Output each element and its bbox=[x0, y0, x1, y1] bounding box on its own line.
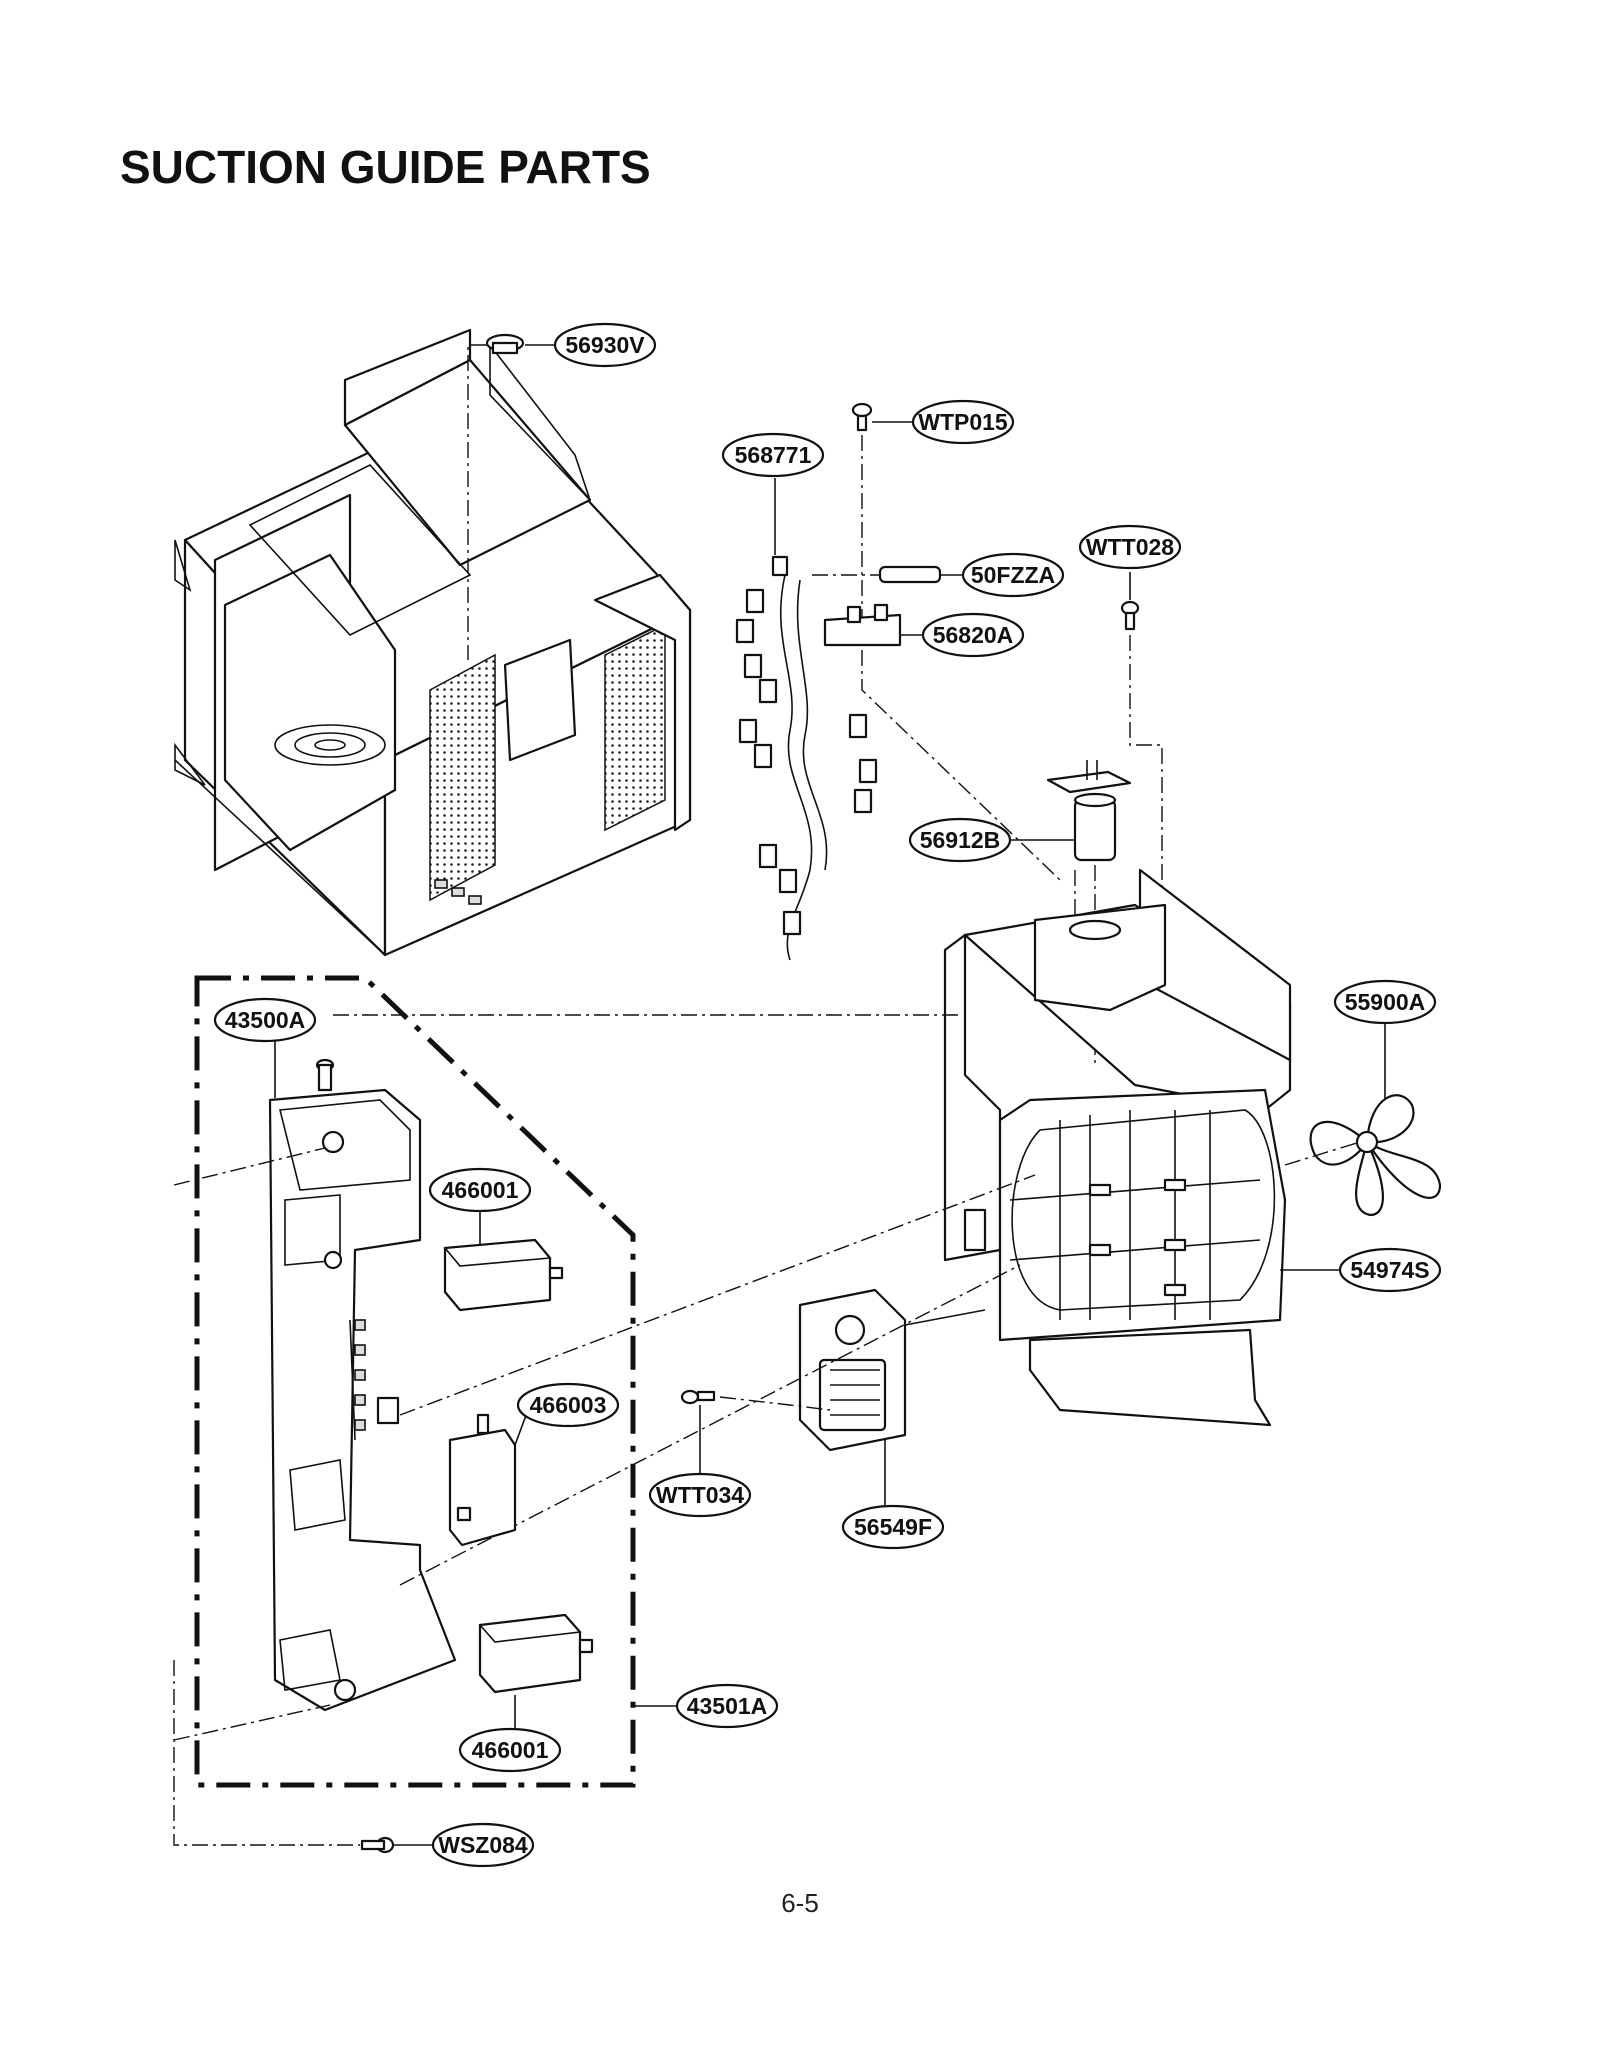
callout-56930V: 56930V bbox=[553, 322, 657, 368]
latch-board-group-border bbox=[194, 975, 636, 1788]
callout-label: 43501A bbox=[687, 1693, 768, 1719]
callout-label: 56912B bbox=[920, 827, 1001, 853]
fan-blade-part bbox=[1309, 1022, 1442, 1217]
wire-harness bbox=[735, 478, 878, 961]
callout-55900A: 55900A bbox=[1333, 979, 1437, 1025]
callout-56549F: 56549F bbox=[841, 1504, 945, 1550]
callout-43500A: 43500A bbox=[213, 997, 317, 1043]
callout-50FZZA: 50FZZA bbox=[961, 552, 1065, 598]
callout-label: 43500A bbox=[225, 1007, 306, 1033]
callout-466003: 466003 bbox=[516, 1382, 620, 1428]
callout-label: WTT028 bbox=[1086, 534, 1174, 560]
fuse-part bbox=[878, 565, 965, 584]
callout-label: WTP015 bbox=[918, 409, 1008, 435]
callout-label: 50FZZA bbox=[971, 562, 1055, 588]
screw-part bbox=[360, 1836, 432, 1854]
fan-motor-part bbox=[798, 1288, 986, 1505]
callout-56820A: 56820A bbox=[921, 612, 1025, 658]
callout-label: 568771 bbox=[735, 442, 812, 468]
callout-label: 466001 bbox=[442, 1177, 519, 1203]
callout-label: WSZ084 bbox=[438, 1832, 528, 1858]
callout-56912B: 56912B bbox=[908, 817, 1012, 863]
screw-part bbox=[680, 1389, 716, 1485]
callout-WTP015: WTP015 bbox=[911, 399, 1015, 445]
callout-WTT034: WTT034 bbox=[648, 1472, 752, 1518]
callout-label: 56930V bbox=[565, 332, 645, 358]
callout-label: 55900A bbox=[1345, 989, 1426, 1015]
micro-switch-part bbox=[478, 1613, 594, 1732]
callout-label: 466001 bbox=[472, 1737, 549, 1763]
screw-part bbox=[1120, 572, 1140, 631]
latch-board-part bbox=[268, 1040, 457, 1712]
callout-label: 54974S bbox=[1350, 1257, 1429, 1283]
thermostat-part bbox=[485, 333, 555, 355]
callout-label: 56549F bbox=[854, 1514, 932, 1540]
callout-54974S: 54974S bbox=[1338, 1247, 1442, 1293]
page-number: 6-5 bbox=[781, 1888, 819, 1918]
callout-label: WTT034 bbox=[656, 1482, 744, 1508]
oven-cavity-assembly bbox=[174, 328, 692, 957]
page-title: SUCTION GUIDE PARTS bbox=[120, 141, 651, 193]
fuse-holder-part bbox=[823, 603, 925, 647]
callout-WTT028: WTT028 bbox=[1078, 524, 1182, 570]
micro-switch-part bbox=[443, 1210, 564, 1312]
callout-466001-top: 466001 bbox=[428, 1167, 532, 1213]
callout-label: 56820A bbox=[933, 622, 1014, 648]
callout-568771: 568771 bbox=[721, 432, 825, 478]
screw-part bbox=[851, 402, 915, 432]
callout-466001-bottom: 466001 bbox=[458, 1727, 562, 1773]
callout-43501A: 43501A bbox=[675, 1683, 779, 1729]
suction-guide-housing bbox=[943, 868, 1340, 1427]
thermal-sensor-part bbox=[1010, 760, 1132, 862]
callout-WSZ084: WSZ084 bbox=[431, 1822, 535, 1868]
callout-label: 466003 bbox=[530, 1392, 607, 1418]
